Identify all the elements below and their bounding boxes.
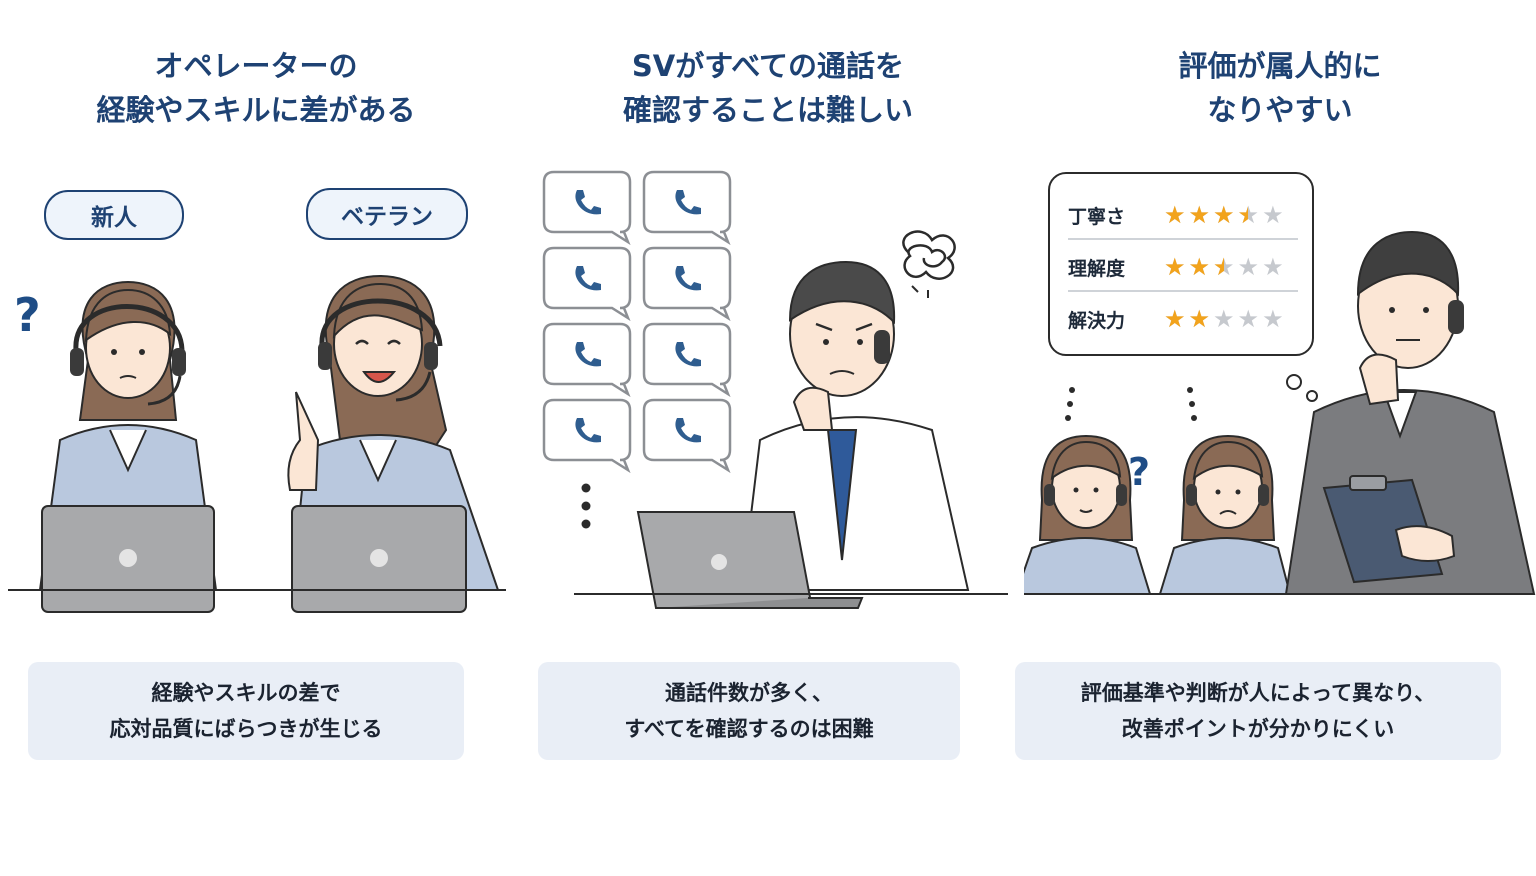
star-icon: ★★ — [1164, 253, 1186, 281]
phone-icon — [575, 266, 601, 291]
phone-call-bubble — [642, 170, 732, 246]
phone-bubble-grid — [542, 170, 732, 474]
operator-right — [1158, 434, 1292, 595]
rating-bubble: 丁寧さ ★★★★★★★★★ 理解度 ★★★★★★★★ 解決力 ★★★★★★★ — [1048, 172, 1314, 356]
panel-heading: 評価が属人的に なりやすい — [1178, 49, 1382, 127]
phone-call-bubble — [542, 398, 632, 474]
star-icon: ★★ — [1188, 201, 1211, 229]
supervisor-illustration — [542, 170, 1008, 609]
phone-icon — [675, 418, 701, 443]
phone-call-bubble — [542, 170, 632, 246]
clipboard-icon — [1322, 475, 1456, 584]
tag-newcomer: 新人 — [44, 190, 184, 240]
rating-stars: ★★★★★★★★★ — [1164, 203, 1284, 227]
phone-icon — [575, 418, 601, 443]
rating-row: 理解度 ★★★★★★★★ — [1068, 244, 1298, 290]
rating-stars: ★★★★★★★ — [1164, 307, 1284, 331]
question-mark-icon: ? — [1128, 450, 1151, 494]
rating-divider — [1068, 238, 1298, 240]
operator-left — [1024, 434, 1152, 595]
star-icon: ★★ — [1237, 201, 1260, 229]
panel-subjective-evaluation: 評価が属人的に なりやすい — [1015, 0, 1536, 876]
star-icon: ★★ — [1188, 305, 1211, 333]
tag-veteran: ベテラン — [306, 188, 468, 240]
phone-call-bubble — [642, 246, 732, 322]
rating-label: 理解度 — [1068, 257, 1126, 280]
question-mark-icon: ? — [14, 288, 41, 342]
more-dots-icon — [581, 483, 591, 529]
phone-icon — [575, 342, 601, 367]
phone-icon — [675, 266, 701, 291]
operators-illustration — [8, 274, 506, 613]
panel-caption: 評価基準や判断が人によって異なり、 改善ポイントが分かりにくい — [1015, 662, 1501, 760]
rating-divider — [1068, 290, 1298, 292]
star-icon: ★ — [1262, 305, 1284, 333]
phone-call-bubble — [642, 322, 732, 398]
star-icon: ★ — [1237, 305, 1260, 333]
star-icon: ★ — [1262, 253, 1284, 281]
phone-call-bubble — [542, 322, 632, 398]
star-icon: ★ — [1213, 305, 1235, 333]
star-icon: ★ — [1262, 201, 1284, 229]
star-icon: ★★ — [1164, 201, 1186, 229]
ellipsis-icon — [1065, 387, 1197, 421]
star-icon: ★★ — [1164, 305, 1186, 333]
star-icon: ★★ — [1213, 201, 1235, 229]
rating-label: 解決力 — [1068, 309, 1126, 332]
evaluator-illustration — [1024, 230, 1536, 595]
phone-call-bubble — [642, 398, 732, 474]
phone-call-bubble — [542, 246, 632, 322]
laptop-icon — [291, 505, 467, 613]
panel-caption: 通話件数が多く、 すべてを確認するのは困難 — [538, 662, 960, 760]
star-icon: ★ — [1237, 253, 1260, 281]
rating-row: 解決力 ★★★★★★★ — [1068, 296, 1298, 342]
panel-caption: 経験やスキルの差で 応対品質にばらつきが生じる — [28, 662, 464, 760]
laptop-icon — [636, 511, 864, 609]
panel-heading: オペレーターの 経験やスキルに差がある — [96, 49, 416, 127]
panel-call-volume: SVがすべての通話を 確認することは難しい — [512, 0, 1024, 876]
rating-stars: ★★★★★★★★ — [1164, 255, 1284, 279]
rating-label: 丁寧さ — [1068, 205, 1126, 228]
panel-skill-gap: オペレーターの 経験やスキルに差がある 新人 ベテラン ? — [0, 0, 512, 876]
laptop-icon — [41, 505, 215, 613]
phone-icon — [675, 342, 701, 367]
thought-dots — [1286, 374, 1318, 402]
star-icon: ★★ — [1213, 253, 1235, 281]
stress-scribble-icon — [902, 230, 956, 298]
phone-icon — [575, 190, 601, 215]
phone-icon — [675, 190, 701, 215]
star-icon: ★★ — [1188, 253, 1211, 281]
panel-heading: SVがすべての通話を 確認することは難しい — [622, 49, 913, 127]
rating-row: 丁寧さ ★★★★★★★★★ — [1068, 192, 1298, 238]
